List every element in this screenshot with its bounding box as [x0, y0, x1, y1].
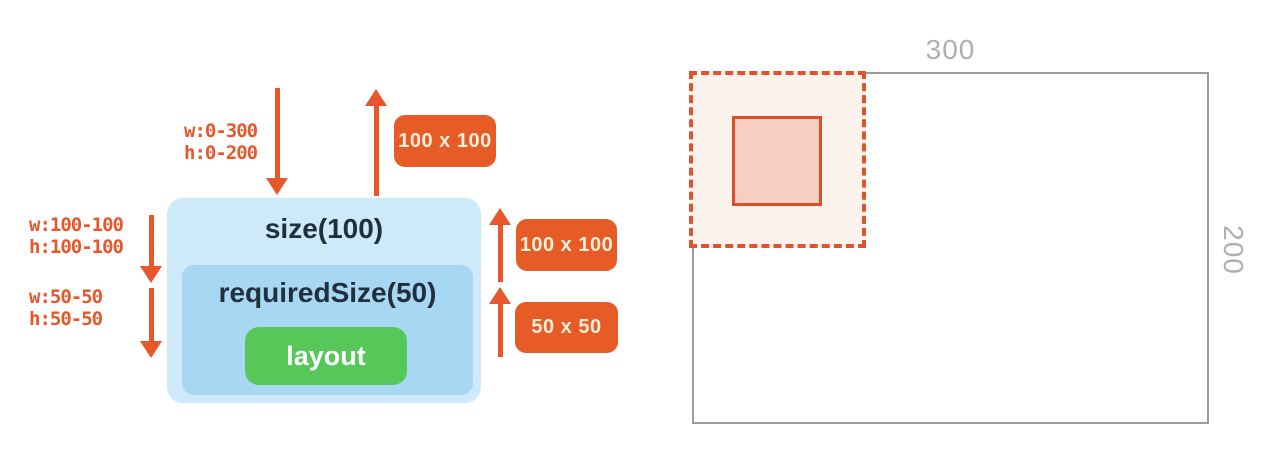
size-badge-top: 100 x 100: [394, 115, 496, 167]
arrow-shaft: [497, 304, 503, 357]
arrow-shaft: [497, 225, 503, 282]
parent-height-label: 200: [1218, 225, 1249, 275]
parent-width-label: 300: [925, 34, 976, 65]
layout-node-box: layout: [245, 327, 407, 385]
arrow-up-size-result-icon: [489, 208, 511, 282]
arrow-down-incoming-icon: [266, 88, 288, 195]
required-size-filled-rect: [732, 116, 822, 206]
arrow-up-layout-result-icon: [489, 287, 511, 357]
arrow-head: [489, 208, 511, 225]
arrow-shaft: [373, 106, 379, 196]
arrow-head: [266, 178, 288, 195]
constraint-line: h:50-50: [29, 308, 103, 330]
arrow-shaft: [148, 215, 154, 266]
size-badge-label: 100 x 100: [398, 129, 492, 152]
arrow-down-size-constraints-icon: [140, 215, 162, 283]
constraint-line: h:100-100: [29, 236, 124, 258]
size-badge-bottom: 50 x 50: [515, 302, 618, 353]
arrow-down-required-size-constraints-icon: [140, 288, 162, 358]
arrow-shaft: [274, 88, 280, 178]
size-modifier-label: size(100): [264, 213, 384, 244]
arrow-shaft: [148, 288, 154, 341]
size-badge-middle: 100 x 100: [516, 219, 617, 271]
layout-node-label: layout: [286, 340, 366, 371]
required-size-modifier-label: requiredSize(50): [218, 277, 437, 308]
arrow-up-measured-size-icon: [365, 89, 387, 196]
arrow-head: [140, 341, 162, 358]
arrow-head: [365, 89, 387, 106]
size-badge-label: 50 x 50: [531, 316, 602, 338]
constraint-line: w:100-100: [29, 214, 124, 236]
constraint-line: h:0-200: [184, 142, 258, 164]
arrow-head: [489, 287, 511, 304]
constraint-line: w:0-300: [184, 120, 258, 142]
arrow-head: [140, 266, 162, 283]
constraint-line: w:50-50: [29, 286, 103, 308]
size-badge-label: 100 x 100: [519, 233, 614, 256]
